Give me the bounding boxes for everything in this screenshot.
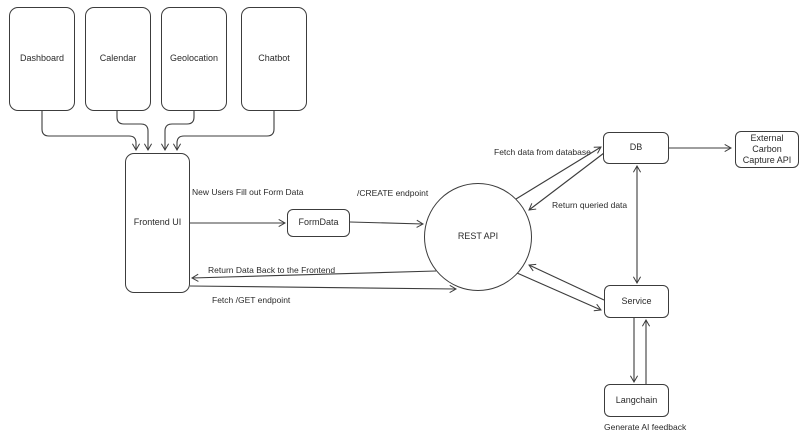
- edge-frontend-restapi: [189, 284, 457, 293]
- node-langchain: Langchain: [604, 384, 669, 417]
- node-chatbot-label: Chatbot: [258, 53, 290, 64]
- edge-dashboard-frontend: [41, 111, 141, 151]
- node-formdata-label: FormData: [298, 217, 339, 228]
- edge-label-fetch-get: Fetch /GET endpoint: [212, 295, 291, 305]
- external-api-line2: Capture API: [742, 155, 792, 166]
- edge-label-new-users: New Users Fill out Form Data: [192, 187, 304, 197]
- edge-geolocation-frontend: [160, 111, 195, 151]
- edge-label-return-queried: Return queried data: [552, 200, 628, 210]
- node-chatbot: Chatbot: [241, 7, 307, 111]
- node-calendar-label: Calendar: [99, 53, 137, 64]
- node-rest-api-label: REST API: [457, 231, 499, 242]
- edge-label-fetch-db: Fetch data from database: [494, 147, 591, 157]
- edge-db-restapi: [528, 152, 605, 211]
- edge-label-create-endpoint: /CREATE endpoint: [357, 188, 429, 198]
- node-db-label: DB: [629, 142, 643, 153]
- external-api-line1: External Carbon: [750, 132, 784, 154]
- edge-calendar-frontend: [116, 111, 153, 151]
- node-frontend-ui-label: Frontend UI: [133, 217, 182, 228]
- edge-formdata-restapi: [349, 219, 424, 228]
- edge-service-restapi: [528, 263, 605, 301]
- node-geolocation-label: Geolocation: [169, 53, 219, 64]
- edge-restapi-frontend: [191, 270, 437, 282]
- node-langchain-label: Langchain: [615, 394, 658, 405]
- edge-label-generate-ai: Generate AI feedback: [604, 422, 687, 432]
- edge-chatbot-frontend: [172, 111, 275, 151]
- edge-restapi-db: [515, 146, 602, 200]
- node-external-carbon-capture-api: External Carbon Capture API: [735, 131, 799, 168]
- node-dashboard: Dashboard: [9, 7, 75, 111]
- node-geolocation: Geolocation: [161, 7, 227, 111]
- edge-restapi-service: [516, 272, 602, 312]
- node-dashboard-label: Dashboard: [19, 53, 65, 64]
- node-calendar: Calendar: [85, 7, 151, 111]
- node-external-carbon-capture-api-label: External Carbon Capture API: [738, 133, 796, 167]
- node-service-label: Service: [621, 295, 652, 306]
- node-rest-api: REST API: [424, 183, 532, 291]
- node-formdata: FormData: [287, 209, 350, 237]
- edge-label-return-data: Return Data Back to the Frontend: [208, 265, 336, 275]
- node-service: Service: [604, 285, 669, 318]
- node-db: DB: [603, 132, 669, 164]
- node-frontend-ui: Frontend UI: [125, 153, 190, 293]
